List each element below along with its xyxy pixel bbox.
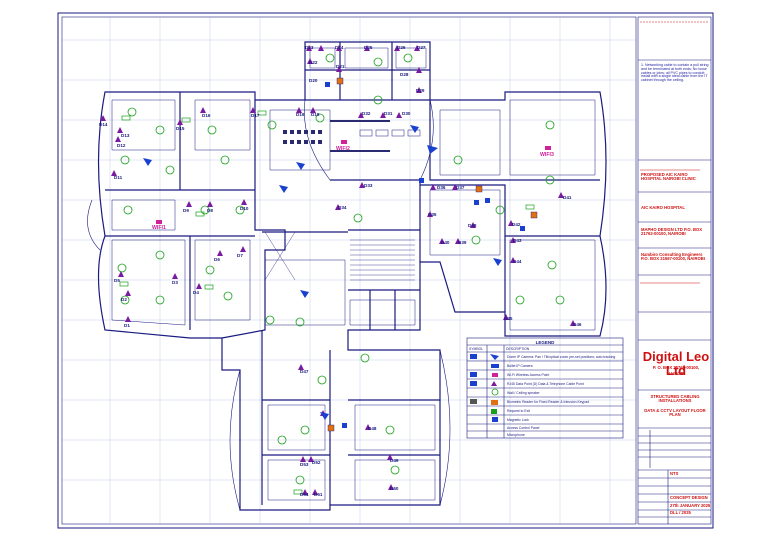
data-point-label: D26 [397,45,406,50]
general-notes: 1. Networking cable to contain a pull st… [641,63,709,83]
data-point-label: D17 [251,113,260,118]
drawing-subtitle: DATA & CCTV LAYOUT FLOOR PLAN [644,408,706,418]
data-point-label: D54 [300,492,309,497]
date-value: 27th JANUARY 2025 [670,503,711,508]
legend-item: Bullet IP Camera [507,364,533,368]
data-point-label: D48 [368,426,377,431]
data-point-label: D39 [458,240,467,245]
data-point-label: D49 [390,458,399,463]
data-point-label: D11 [114,175,123,180]
data-point-label: D33 [364,183,373,188]
data-point-label: D2 [121,297,127,302]
engineer-name: Nambiro Consulting Engineers P.O. BOX 21… [641,252,705,262]
data-point-label: D23 [305,45,314,50]
legend-col-description: DESCRIPTION [506,347,530,351]
data-point-label: D28 [400,72,409,77]
legend-item: Wall / Ceiling speaker [507,391,540,395]
furniture [283,120,390,152]
speaker-markers [117,53,565,485]
data-point-label: D19 [296,112,305,117]
grid-lines [62,17,636,524]
data-point-markers [100,45,576,495]
data-point-label: D6 [214,257,220,262]
data-point-label: D25 [364,45,373,50]
data-point-label: D15 [176,126,185,131]
legend-item: Access Control Panel [507,426,540,430]
architect-name: MAPHO DESIGN LTD P.O. BOX 21762-00100, N… [641,227,703,237]
legend-item: Microphone [507,433,525,437]
data-point-label: D9 [183,208,189,213]
data-point-label: D40 [441,240,450,245]
access-control-markers [325,77,538,432]
data-point-label: D32 [362,111,371,116]
data-point-label: D53 [300,462,309,467]
data-point-label: D31 [384,111,393,116]
data-point-label: D43 [513,238,522,243]
data-point-label: D22 [309,60,318,65]
legend-item: RJ45 Data Point (D) Data & Telephone Cab… [507,382,584,386]
data-point-label: D47 [300,369,309,374]
title-block-lines [638,59,711,524]
data-point-label: D14 [99,122,108,127]
data-point-label: D36 [437,185,446,190]
project-name: PROPOSED AIC KAIRO HOSPITAL NAIROBI CLIN… [641,172,696,182]
wifi-markers [156,140,551,224]
data-point-label: D38 [468,223,477,228]
firm-city: NAIROBI [667,371,685,376]
stair-hatching [264,231,415,281]
firm-logo-name: Digital Leo Ltd [642,349,710,378]
camera-markers [143,125,502,420]
legend-item: Wi-Fi Wireless Access Point [507,373,550,377]
data-point-label: D3 [172,280,178,285]
data-point-label: D1 [124,323,130,328]
data-point-label: D30 [402,111,411,116]
wifi-label: WIFI1 [152,225,166,231]
data-point-label: D27 [417,45,426,50]
data-point-label: D8 [207,208,213,213]
data-point-label: D41 [563,195,572,200]
legend-item: Request to Exit [507,409,530,413]
data-point-label: D16 [202,113,211,118]
data-point-label: D7 [237,253,243,258]
drawing-title: STRUCTURED CABLING INSTALLATIONS [650,394,700,404]
data-point-label: D21 [336,64,345,69]
legend-item: Biometric Reader for Fixed Reader & Intr… [507,400,589,404]
legend-col-symbol: SYMBOL [469,347,484,351]
legend-item: Magnetic Lock [507,418,529,422]
firm-address: P. O. BOX 20760-00100, [652,365,700,370]
data-point-label: D5 [114,278,120,283]
building-walls [97,41,607,511]
wifi-label: WIFI2 [336,146,350,152]
drawing-number: DLL / 2025 [670,510,691,515]
scale-value: NTS [670,471,679,476]
data-point-label: D52 [312,460,321,465]
data-point-label: D4 [193,290,199,295]
data-point-label: D44 [513,259,522,264]
data-point-label: D34 [338,205,347,210]
client-name: AIC KAIRO HOSPITAL [641,205,685,210]
data-point-label: D50 [390,486,399,491]
data-point-label: D13 [121,133,130,138]
data-point-label: D29 [416,88,425,93]
data-point-label: D51 [314,492,323,497]
data-point-label: D42 [512,222,521,227]
legend-title: LEGEND [535,340,555,345]
data-point-label: D18 [311,112,320,117]
data-point-label: D46 [573,322,582,327]
data-point-label: D10 [240,206,249,211]
legend-item: Dome IP Camera: Pan / Tilt/optical zoom … [507,355,616,359]
wifi-label: WIFI3 [540,152,554,158]
data-point-label: D20 [309,78,318,83]
data-point-label: D35 [428,212,437,217]
data-point-label: D24 [335,45,344,50]
legend-symbols [470,354,499,422]
data-point-label: D45 [504,316,513,321]
legend-box [466,337,624,439]
data-point-label: D37 [456,185,465,190]
data-point-label: D12 [117,143,126,148]
status-value: CONCEPT DESIGN [670,495,708,500]
